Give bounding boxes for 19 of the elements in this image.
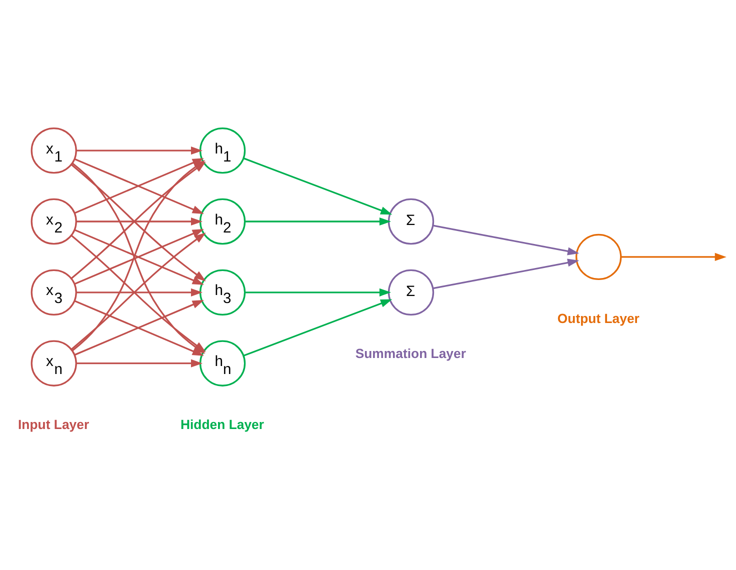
arrow — [76, 359, 203, 368]
node-circle — [576, 234, 622, 280]
arrow — [76, 288, 203, 296]
arrow — [245, 288, 392, 296]
arrow — [433, 258, 580, 290]
arrow — [621, 252, 726, 261]
node-circle: Σ — [388, 198, 434, 245]
arrow — [433, 224, 580, 256]
arrow — [76, 217, 203, 226]
label: Hidden Layer — [180, 417, 264, 432]
arrow — [76, 146, 203, 155]
node-circle: Σ — [388, 269, 434, 316]
label: Summation Layer — [355, 346, 466, 362]
arrow — [74, 229, 204, 285]
arrow — [245, 217, 392, 226]
label: Output Layer — [557, 310, 640, 326]
label: Input Layer — [18, 417, 90, 432]
arrow — [243, 299, 392, 356]
arrow — [243, 158, 392, 215]
